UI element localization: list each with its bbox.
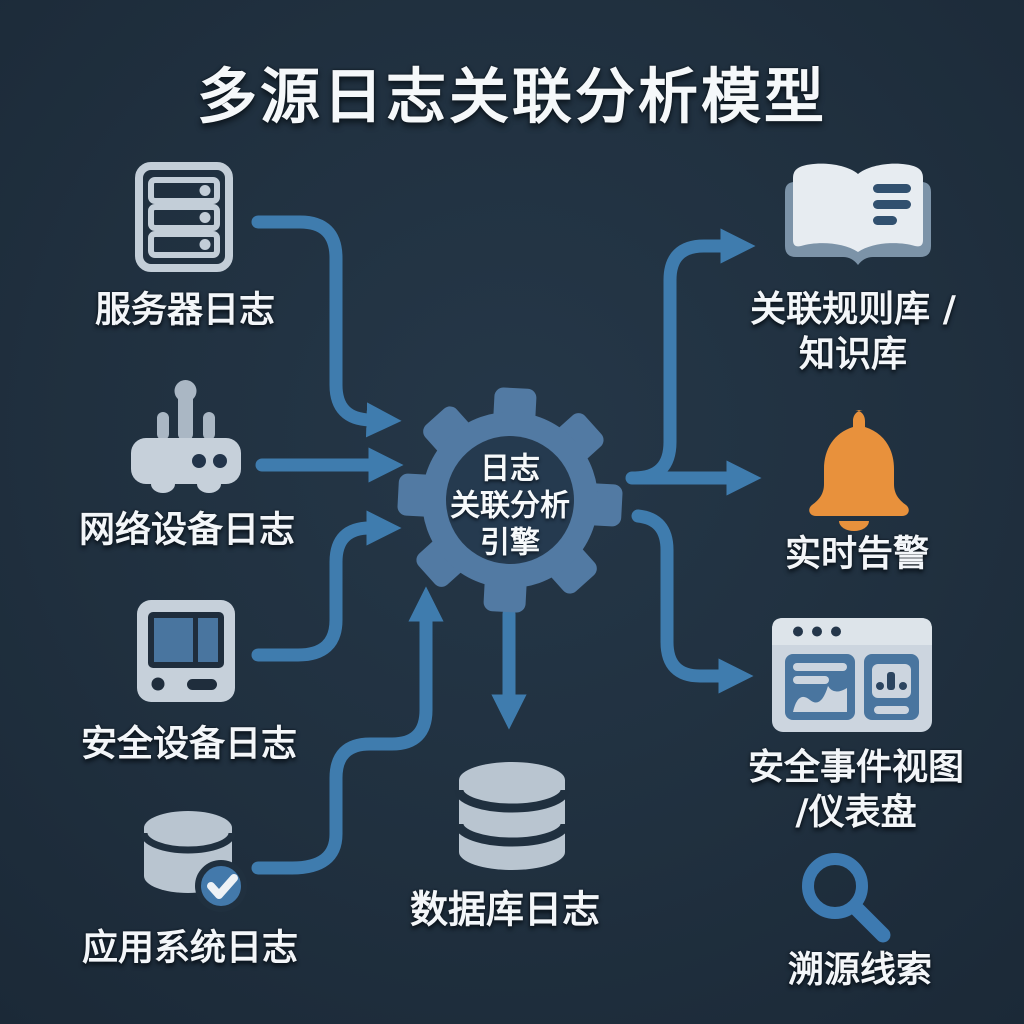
source-label-security-device-logs: 安全设备日志 — [80, 723, 298, 765]
output-label-trace-clues: 溯源线索 — [787, 949, 933, 991]
source-label-network-device-logs: 网络设备日志 — [78, 509, 296, 551]
engine-label: 日志 关联分析 引擎 — [450, 451, 570, 561]
magnifier-icon — [802, 853, 891, 943]
source-label-app-system-logs: 应用系统日志 — [81, 927, 299, 969]
output-label-realtime-alert: 实时告警 — [784, 533, 930, 575]
output-label-rule-knowledge-base: 关联规则库 / 知识库 — [750, 289, 956, 375]
output-label-security-event-view: 安全事件视图 /仪表盘 — [747, 747, 965, 833]
security-device-icon — [137, 600, 235, 702]
arrow-engine-to-rulebase — [627, 228, 756, 485]
dashboard-icon — [772, 618, 932, 732]
source-label-server-logs: 服务器日志 — [94, 289, 276, 331]
arrow-engine-to-dashboard — [631, 509, 754, 694]
open-book-icon — [785, 163, 931, 265]
database-icon — [454, 762, 570, 870]
storage-label-database-logs: 数据库日志 — [409, 887, 601, 932]
arrow-security-to-engine — [251, 510, 402, 662]
database-check-icon — [140, 811, 247, 912]
arrow-app-to-engine — [251, 586, 444, 875]
gear-icon — [397, 387, 623, 613]
bell-icon — [809, 410, 909, 531]
arrow-server-to-engine — [251, 215, 402, 438]
server-icon — [135, 162, 233, 272]
router-icon — [131, 380, 241, 493]
diagram-title: 多源日志关联分析模型 — [197, 62, 827, 133]
